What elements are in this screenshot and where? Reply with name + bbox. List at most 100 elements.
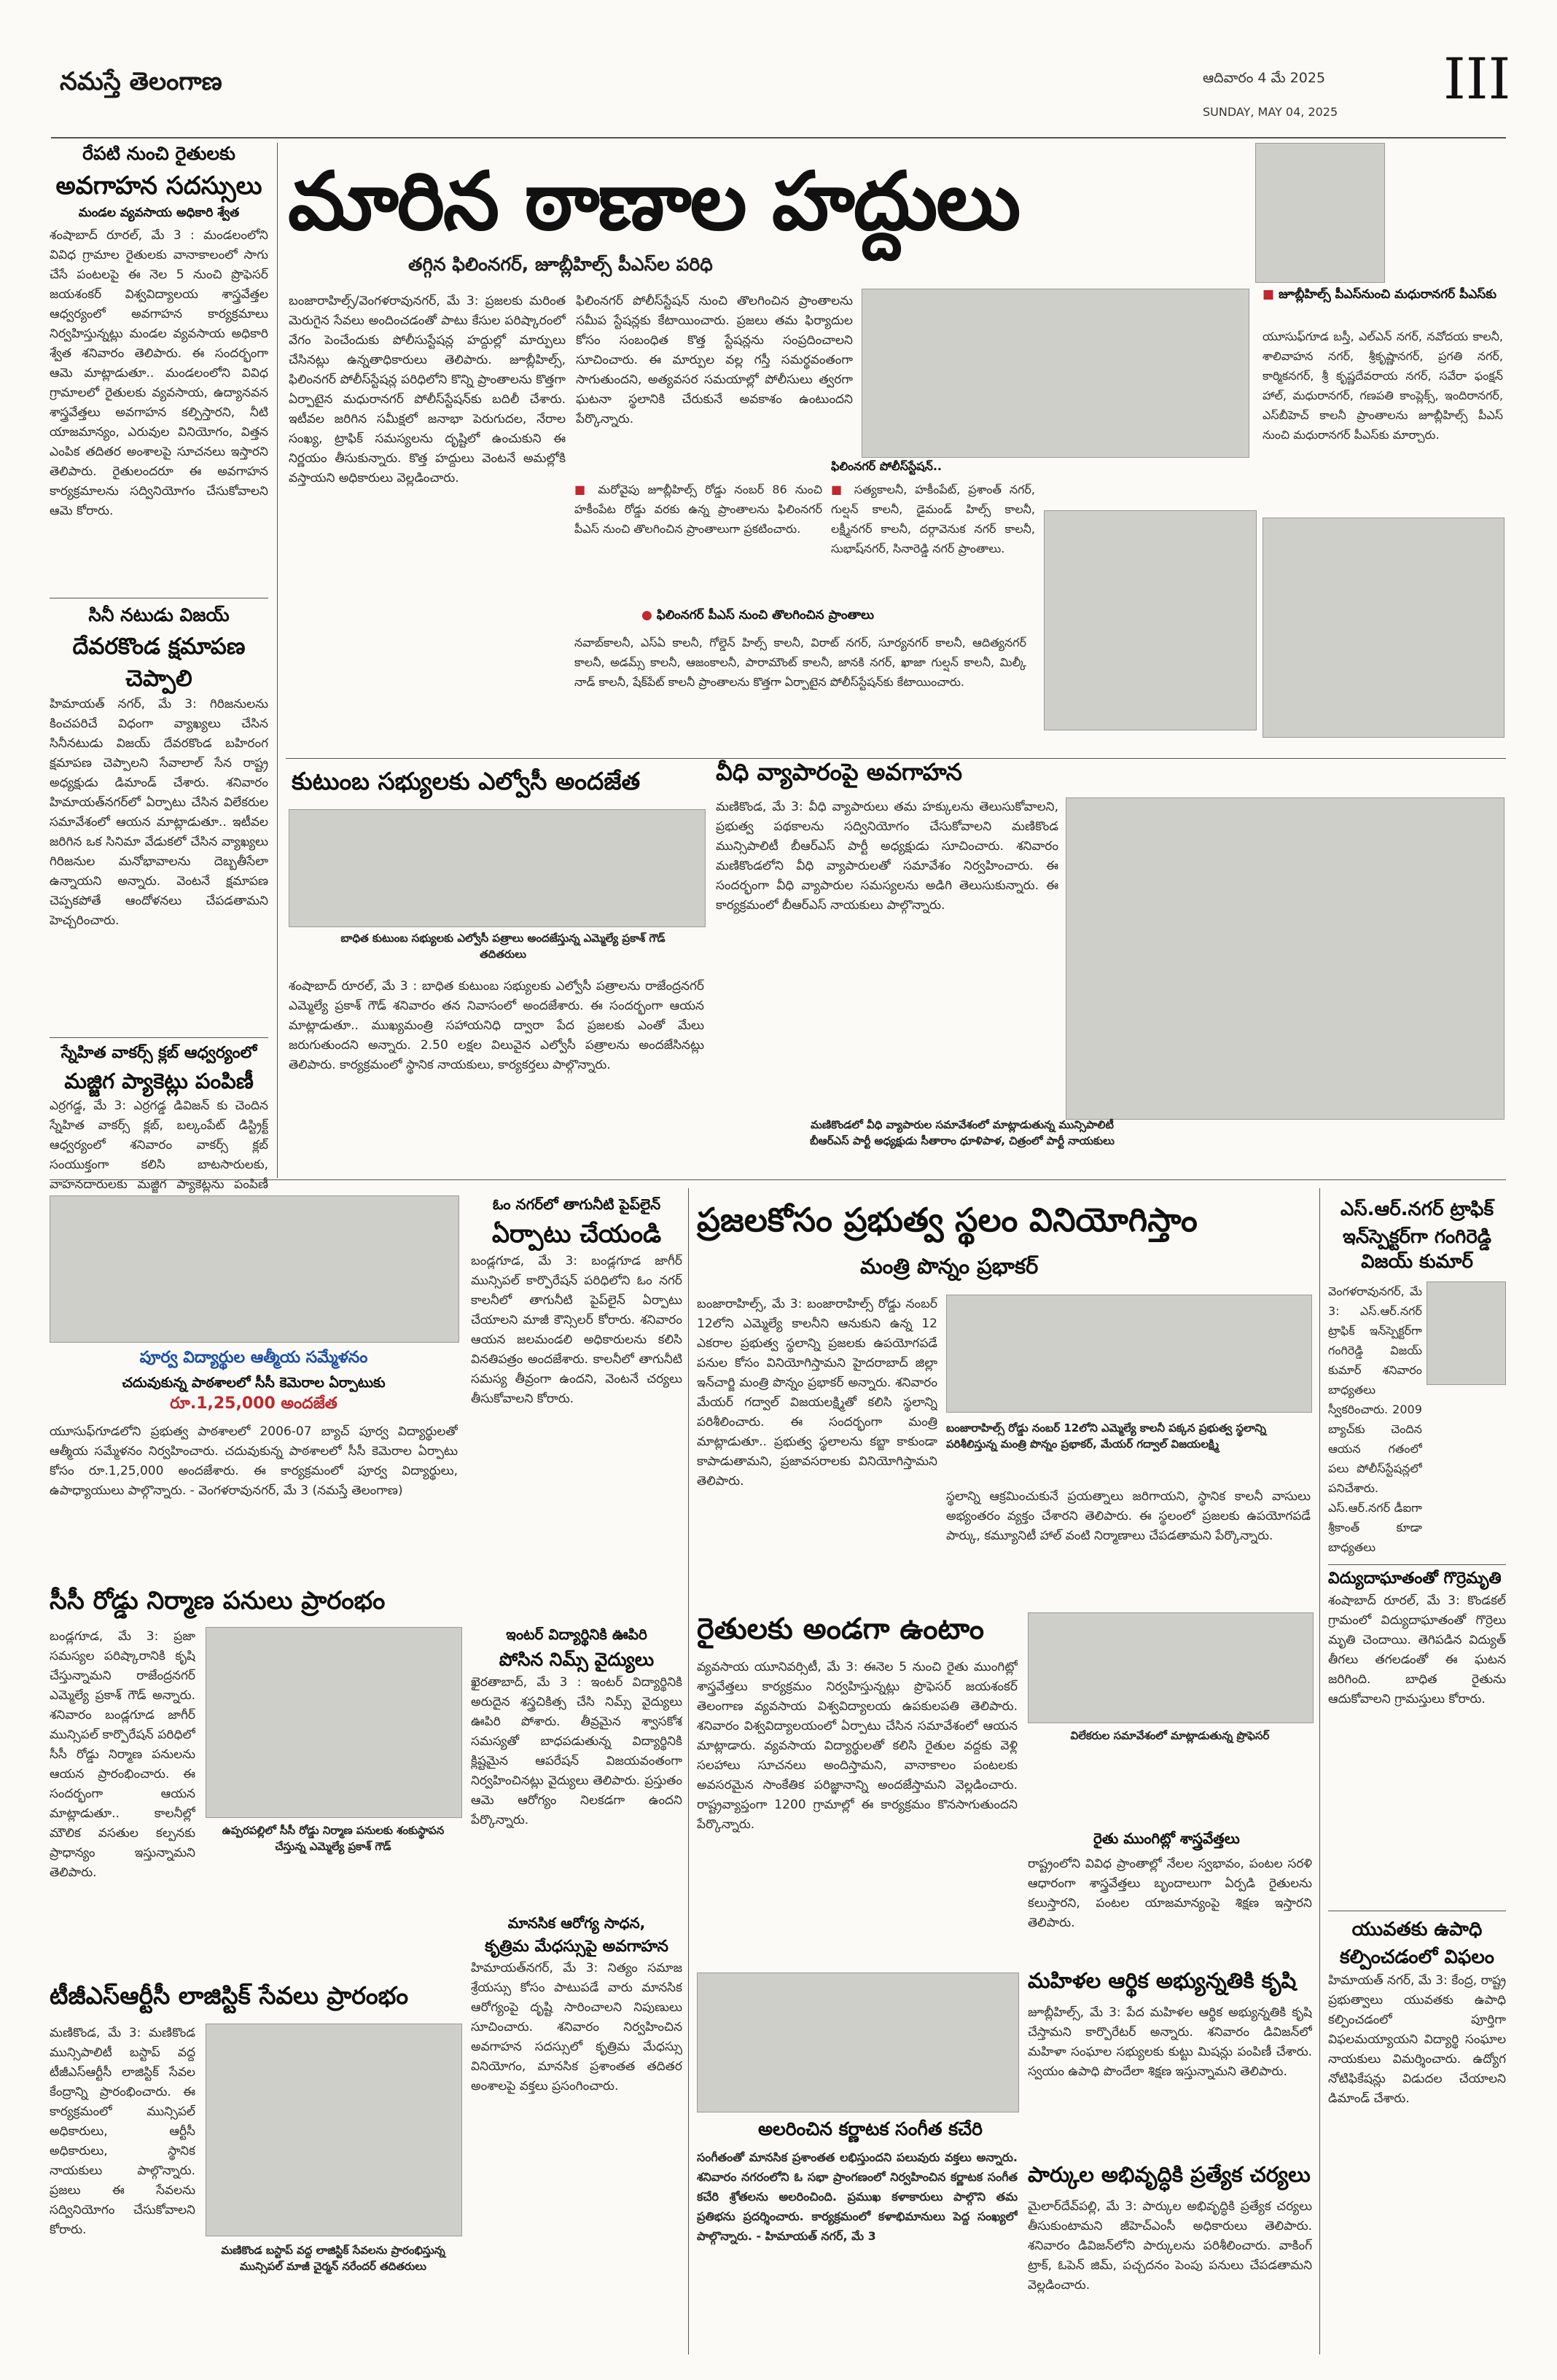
story-subhead: మండల వ్యవసాయ అధికారి శ్వేత <box>78 206 240 220</box>
page-number: III <box>1443 47 1511 112</box>
story-headline: విద్యుదాఘాతంతో గొర్రెమృతి <box>1328 1569 1502 1588</box>
story-kicker: స్నేహిత వాకర్స్ క్లబ్ ఆధ్వర్యంలో <box>61 1044 257 1062</box>
sr-nagar-body: వెంగళరావునగర్, మే 3: ఎస్.ఆర్.నగర్ ట్రాఫి… <box>1328 1284 1422 1554</box>
tgsrtc-headline: టీజీఎస్ఆర్టీసీ లాజిస్టిక్ సేవలు ప్రారంభం <box>50 1981 409 2010</box>
rythu-body: వ్యవసాయ యూనివర్సిటీ, మే 3: ఈనెల 5 నుంచి … <box>697 1660 1018 1832</box>
story-kicker: మానసిక ఆరోగ్య సాధన, <box>507 1914 646 1932</box>
masthead-rule <box>51 137 1506 138</box>
lead-box-mid: సత్యకాలనీ, హకీంపేట్, ప్రశాంత్ నగర్, గుల్… <box>831 480 1035 757</box>
lead-box-left-title: ఫిలింనగర్ పోలీస్‌స్టేషన్.. <box>831 459 942 473</box>
kutumba-caption: బాధిత కుటుంబ సభ్యులకు ఎల్వోసీ పత్రాలు అం… <box>340 932 666 961</box>
paper-name: నమస్తే తెలంగాణ <box>60 67 222 96</box>
sr-nagar-subhead: విజయ్ కుమార్ <box>1361 1251 1473 1273</box>
cc-road-body: బండ్లగూడ, మే 3: ప్రజా సమస్యల పరిష్కారాని… <box>50 1629 195 1880</box>
story-body: హిమాయత్ నగర్, మే 3: కేంద్ర, రాష్ట్ర ప్రభ… <box>1328 1973 1506 2106</box>
praja-headline: ప్రజలకోసం ప్రభుత్వ స్థలం వినియోగిస్తాం <box>697 1201 1198 1239</box>
alumni-box: పూర్వ విద్యార్థుల ఆత్మీయ సమ్మేళనం చదువుక… <box>50 1349 458 1583</box>
story-body: హిమాయత్ నగర్, మే 3: గిరిజనులను కించపరిచే… <box>50 697 268 928</box>
vidyut-story: విద్యుదాఘాతంతో గొర్రెమృతి శంషాబాద్ రూరల్… <box>1328 1564 1506 1905</box>
alumni-photo <box>50 1195 459 1343</box>
kutumba-headline: కుటుంబ సభ్యులకు ఎల్వోసీ అందజేత <box>292 767 641 795</box>
lead-box-right: యూసుఫ్‌గూడ బస్తీ, ఎల్ఎన్ నగర్, నవోదయ కాల… <box>1263 329 1503 442</box>
alumni-title: పూర్వ విద్యార్థుల ఆత్మీయ సమ్మేళనం <box>139 1349 368 1367</box>
vendor-caption: మణికొండలో వీధి వ్యాపారుల సమావేశంలో మాట్ల… <box>810 1118 1115 1147</box>
story-headline: పోసిన నిమ్స్ వైద్యులు <box>499 1649 655 1670</box>
lead-headline: మారిన ఠాణాల హద్దులు <box>288 155 1021 248</box>
lead-subhead: తగ్గిన ఫిలింనగర్, జూబ్లీహిల్స్ పీఎస్‌ల ప… <box>408 254 713 275</box>
lead-body-col1: బంజారాహిల్స్/వెంగళరావునగర్, మే 3: ప్రజలక… <box>289 294 566 485</box>
story-headline: యువతకు ఉపాధి కల్పించడంలో విఫలం <box>1340 1919 1494 1968</box>
rythu-headline: రైతులకు అండగా ఉంటాం <box>697 1612 985 1646</box>
cc-road-caption: ఉప్పరపల్లిలో సీసీ రోడ్డు నిర్మాణ పనులకు … <box>222 1824 445 1853</box>
right-column: ఎస్.ఆర్.నగర్ ట్రాఫిక్ ఇన్‌స్పెక్టర్‌గా గ… <box>1328 1195 1506 2292</box>
alumni-amount: రూ.1,25,000 అందజేత <box>170 1394 337 1413</box>
column-divider <box>688 1188 689 2354</box>
story-headline: కృత్రిమ మేధస్సుపై అవగాహన <box>485 1938 668 1956</box>
praja-body2: స్థలాన్ని ఆక్రమించుకునే ప్రయత్నాలు జరిగా… <box>946 1489 1311 1543</box>
sr-nagar-photo <box>1426 1281 1506 1385</box>
story-kicker: ఇంటర్ విద్యార్థినికి ఊపిరి <box>506 1626 647 1643</box>
tgsrtc-photo <box>206 2024 462 2236</box>
praja-body: బంజారాహిల్స్, మే 3: బంజారాహిల్స్ రోడ్డు … <box>697 1297 937 1489</box>
date-telugu: ఆదివారం 4 మే 2025 <box>1203 70 1326 86</box>
cc-road-photo <box>206 1627 462 1818</box>
story-headline: దేవరకొండ క్షమాపణ చెప్పాలి <box>72 633 246 692</box>
sr-nagar-headline: ఎస్.ఆర్.నగర్ ట్రాఫిక్ ఇన్‌స్పెక్టర్‌గా గ… <box>1340 1198 1494 1248</box>
praja-photo <box>946 1295 1312 1413</box>
karnataka-photo <box>697 1973 1019 2112</box>
rythu-subhead: రైతు ముంగిట్లో శాస్త్రవేత్తలు <box>1093 1830 1240 1847</box>
karnataka-headline: అలరించిన కర్ణాటక సంగీత కచేరి <box>758 2118 983 2139</box>
om-nagar-story: ఓం నగర్‌లో తాగునీటి పైప్‌లైన్ ఏర్పాటు చే… <box>471 1195 682 1616</box>
story-body: బండ్లగూడ, మే 3: బండ్లగూడ జాగీర్ మున్సిపల… <box>471 1254 682 1406</box>
column-divider <box>1319 1188 1320 2354</box>
kutumba-photo <box>289 809 706 927</box>
section-rule <box>50 1179 1506 1180</box>
section-rule <box>286 758 1506 759</box>
tgsrtc-caption: మణికొండ బస్టాప్ వద్ద లాజిస్టిక్ సేవలను ప… <box>221 2244 445 2273</box>
lead-box-right-title: జూబ్లీహిల్స్ పీఎస్‌నుంచి మధురానగర్ పీఎస్… <box>1263 286 1503 303</box>
vendor-photo <box>1066 797 1505 1120</box>
column-divider <box>277 143 278 1178</box>
story-kicker: సినీ నటుడు విజయ్ <box>88 604 230 625</box>
story-farmers: రేపటి నుంచి రైతులకు అవగాహన సదస్సులు మండల… <box>50 143 268 590</box>
karnataka-body: సంగీతంతో మానసిక ప్రశాంతత లభిస్తుందని పలు… <box>697 2150 1018 2243</box>
rythu-body2: రాష్ట్రంలోని వివిధ ప్రాంతాల్లో నేలల స్వభ… <box>1028 1857 1312 1930</box>
tgsrtc-body: మణికొండ, మే 3: మణికొండ మున్సిపాలిటీ బస్ట… <box>50 2026 195 2237</box>
lead-body-col2: ఫిలింనగర్ పోలీస్‌స్టేషన్ నుంచి తొలగించిన… <box>576 294 853 426</box>
lead-photo-far-right <box>1263 518 1505 738</box>
story-body: ఖైరతాబాద్, మే 3 : ఇంటర్ విద్యార్థినికి అ… <box>471 1675 682 1827</box>
rythu-photo <box>1028 1612 1314 1723</box>
yuvatha-story: యువతకు ఉపాధి కల్పించడంలో విఫలం హిమాయత్ న… <box>1328 1911 1506 2292</box>
alumni-body: యూసుఫ్‌గూడలోని ప్రభుత్వ పాఠశాలలో 2006-07… <box>50 1424 458 1498</box>
story-body: శంషాబాద్ రూరల్, మే 3 : మండలంలోని వివిధ గ… <box>50 228 268 518</box>
rythu-caption: విలేకరుల సమావేశంలో మాట్లాడుతున్న ప్రొఫెస… <box>1070 1729 1270 1742</box>
story-headline: ఏర్పాటు చేయండి <box>491 1220 662 1249</box>
lead-photo-top <box>1255 143 1385 283</box>
vendor-body: మణికొండ, మే 3: వీధి వ్యాపారులు తమ హక్కుల… <box>716 800 1058 913</box>
praja-caption: బంజారాహిల్స్ రోడ్డు నంబర్ 12లోని ఎమ్మెల్… <box>946 1421 1266 1451</box>
story-headline: మజ్జిగ ప్యాకెట్లు పంపిణీ <box>64 1069 254 1093</box>
lead-box-mid2-title: ఫిలింనగర్ పీఎస్ నుంచి తొలగించిన ప్రాంతాల… <box>641 608 874 625</box>
parks-headline: పార్కుల అభివృద్ధికి ప్రత్యేక చర్యలు <box>1028 2162 1311 2187</box>
alumni-subtitle: చదువుకున్న పాఠశాలలో సీసీ కెమెరాల ఏర్పాటు… <box>122 1375 386 1391</box>
inter-story: ఇంటర్ విద్యార్థినికి ఊపిరి పోసిన నిమ్స్ … <box>471 1626 682 1913</box>
vendor-headline: వీధి వ్యాపారంపై అవగాహన <box>716 758 963 786</box>
left-column: రేపటి నుంచి రైతులకు అవగాహన సదస్సులు మండల… <box>50 143 268 1293</box>
manasika-story: మానసిక ఆరోగ్య సాధన, కృత్రిమ మేధస్సుపై అవ… <box>471 1914 682 2367</box>
parks-body: మైలార్‌దేవ్‌పల్లి, మే 3: పార్కుల అభివృద్… <box>1028 2199 1312 2293</box>
kutumba-body: శంషాబాద్ రూరల్, మే 3 : బాధిత కుటుంబ సభ్య… <box>289 979 704 1072</box>
lead-box-left: మరోవైపు జూబ్లీహిల్స్ రోడ్డు నంబర్ 86 నుం… <box>574 480 822 604</box>
lead-photo-right <box>1044 510 1257 730</box>
story-kicker: ఓం నగర్‌లో తాగునీటి పైప్‌లైన్ <box>492 1195 661 1213</box>
story-headline: అవగాహన సదస్సులు <box>55 171 262 200</box>
mahila-headline: మహిళల ఆర్థిక అభ్యున్నతికి కృషి <box>1028 1968 1297 1993</box>
story-vijay: సినీ నటుడు విజయ్ దేవరకొండ క్షమాపణ చెప్పా… <box>50 598 268 1030</box>
cc-road-headline: సీసీ రోడ్డు నిర్మాణ పనులు ప్రారంభం <box>50 1586 386 1615</box>
story-body: హిమాయత్‌నగర్, మే 3: నిత్యం సమాజ శ్రేయస్స… <box>471 1961 682 2094</box>
mahila-body: జూబ్లీహిల్స్, మే 3: పేద మహిళల ఆర్థిక అభ్… <box>1028 2005 1312 2079</box>
date-english: SUNDAY, MAY 04, 2025 <box>1203 105 1338 119</box>
story-body: శంషాబాద్ రూరల్, మే 3: కొండకల్ గ్రామంలో వ… <box>1328 1593 1506 1706</box>
story-kicker: రేపటి నుంచి రైతులకు <box>82 143 235 164</box>
praja-subhead: మంత్రి పొన్నం ప్రభాకర్ <box>860 1254 1039 1279</box>
lead-photo-left <box>862 289 1249 458</box>
